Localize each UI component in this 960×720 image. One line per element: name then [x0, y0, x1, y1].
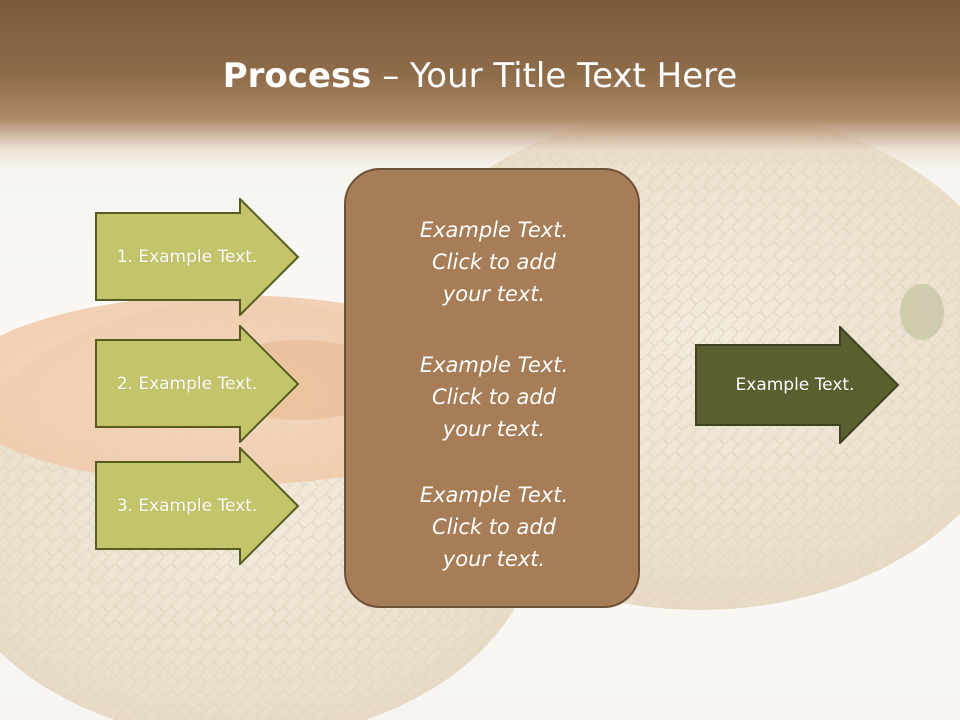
slide-title: Process – Your Title Text Here [0, 54, 960, 98]
block-2-line-1: Example Text. [419, 353, 569, 377]
process-step-1-label: 1. Example Text. [116, 247, 258, 267]
arrow-shape-icon [95, 198, 300, 316]
block-3-line-1: Example Text. [419, 483, 569, 507]
process-step-1-arrow[interactable]: 1. Example Text. [95, 198, 300, 316]
result-arrow[interactable]: Example Text. [695, 326, 900, 444]
process-step-3-label: 3. Example Text. [116, 496, 258, 516]
block-1-line-3: your text. [442, 282, 546, 306]
block-1-line-1: Example Text. [419, 218, 569, 242]
arrow-shape-icon [695, 326, 900, 444]
block-2-line-3: your text. [442, 417, 546, 441]
center-text-block-1[interactable]: Example Text. Click to add your text. [346, 214, 642, 310]
result-arrow-label: Example Text. [735, 375, 855, 395]
center-text-box[interactable]: Example Text. Click to add your text. Ex… [344, 168, 640, 608]
arrow-shape-icon [95, 325, 300, 443]
process-step-2-arrow[interactable]: 2. Example Text. [95, 325, 300, 443]
block-3-line-3: your text. [442, 547, 546, 571]
process-step-2-label: 2. Example Text. [116, 374, 258, 394]
arrow-shape-icon [95, 447, 300, 565]
center-text-block-3[interactable]: Example Text. Click to add your text. [346, 479, 642, 575]
title-bold: Process [222, 56, 372, 96]
block-1-line-2: Click to add [431, 250, 556, 274]
title-bar [0, 0, 960, 170]
process-step-3-arrow[interactable]: 3. Example Text. [95, 447, 300, 565]
block-2-line-2: Click to add [431, 385, 556, 409]
block-3-line-2: Click to add [431, 515, 556, 539]
title-rest: – Your Title Text Here [371, 56, 738, 96]
center-text-block-2[interactable]: Example Text. Click to add your text. [346, 349, 642, 445]
